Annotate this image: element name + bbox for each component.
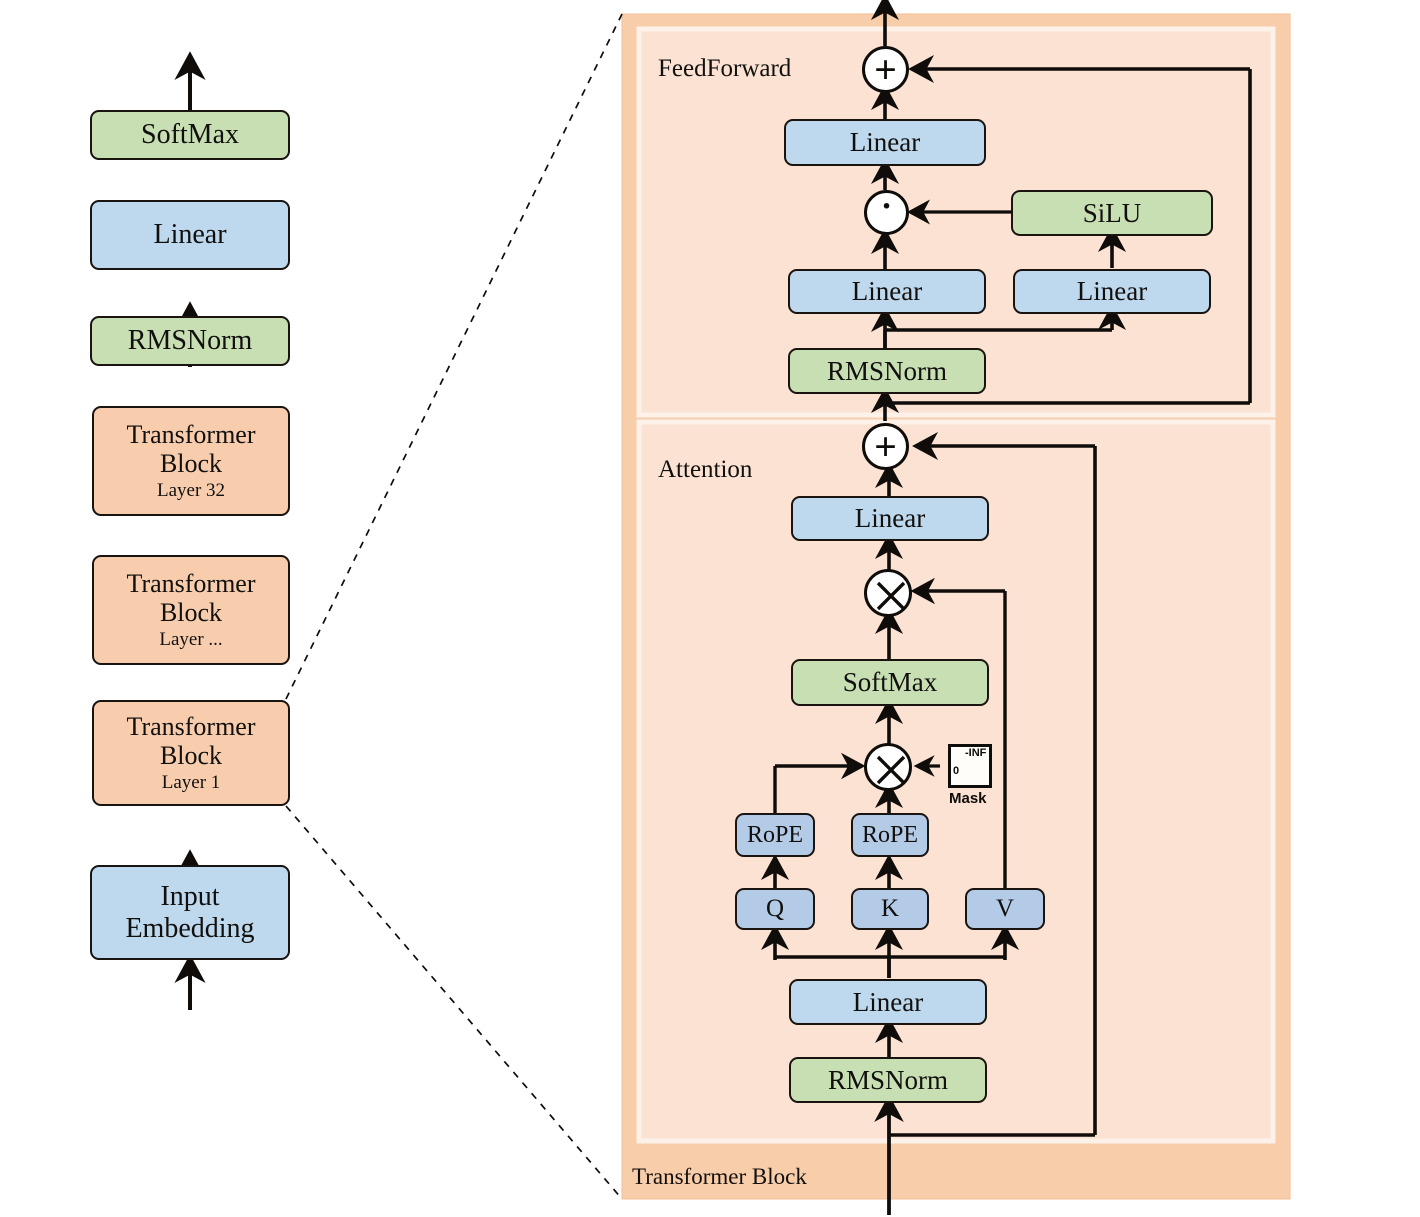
node-label: Linear [153,219,227,251]
node-label: RoPE [746,821,803,848]
node-value[interactable]: V [965,888,1045,930]
node-label: Linear [851,276,923,307]
node-attention-rmsnorm[interactable]: RMSNorm [789,1057,987,1103]
node-ff-linear-out[interactable]: Linear [784,119,986,166]
node-rope-query[interactable]: RoPE [735,813,815,857]
node-label: RMSNorm [127,325,253,357]
node-rope-key[interactable]: RoPE [851,813,929,857]
node-label: V [995,895,1015,922]
node-label: Linear [849,127,921,158]
times-icon [876,581,906,611]
node-ff-silu[interactable]: SiLU [1011,190,1213,236]
node-label: Transformer Block [126,712,256,771]
dot-icon: · [880,188,893,226]
node-ff-linear-up[interactable]: Linear [1013,269,1211,314]
feedforward-add-node[interactable]: + [862,46,909,93]
node-transformer-block-1[interactable]: Transformer Block Layer 1 [92,700,290,806]
node-linear-head[interactable]: Linear [90,200,290,270]
node-softmax[interactable]: SoftMax [90,110,290,160]
node-label: Transformer Block [126,420,256,479]
attention-mask-icon[interactable] [948,744,992,788]
node-label: Input Embedding [125,881,255,944]
node-label: RoPE [861,821,918,848]
node-key[interactable]: K [851,888,929,930]
node-label: SoftMax [141,119,239,151]
node-label: Linear [1076,276,1148,307]
attention-value-multiply-node[interactable] [864,569,912,617]
node-ff-linear-gate[interactable]: Linear [788,269,986,314]
node-label: Transformer Block [126,569,256,628]
node-attention-softmax[interactable]: SoftMax [791,659,989,706]
node-attention-qkv-linear[interactable]: Linear [789,979,987,1025]
attention-panel-title: Attention [658,456,753,483]
times-icon [876,755,906,785]
node-sublabel: Layer 1 [161,772,221,794]
node-label: K [880,895,900,922]
attention-add-node[interactable]: + [862,423,909,470]
node-label: Linear [852,986,924,1017]
node-sublabel: Layer ... [159,629,223,651]
plus-icon: + [874,423,897,469]
mask-zero-label: 0 [953,765,960,777]
node-label: RMSNorm [826,355,948,386]
node-label: SoftMax [842,667,938,698]
plus-icon: + [874,46,897,92]
node-transformer-block-32[interactable]: Transformer Block Layer 32 [92,406,290,516]
node-label: Linear [854,503,926,534]
node-transformer-block-dots[interactable]: Transformer Block Layer ... [92,555,290,665]
node-input-embedding[interactable]: Input Embedding [90,865,290,960]
feedforward-elementwise-multiply-node[interactable]: · [864,190,909,235]
mask-neg-inf-label: -INF [965,747,987,759]
node-label: RMSNorm [827,1064,949,1095]
feedforward-panel-title: FeedForward [658,55,792,82]
transformer-block-panel-title: Transformer Block [632,1164,807,1189]
node-ff-rmsnorm[interactable]: RMSNorm [788,348,986,394]
node-sublabel: Layer 32 [156,480,226,502]
node-label: Q [765,895,785,922]
node-query[interactable]: Q [735,888,815,930]
node-rmsnorm-final[interactable]: RMSNorm [90,316,290,366]
attention-qk-multiply-node[interactable] [864,743,912,791]
node-attention-output-linear[interactable]: Linear [791,496,989,541]
mask-caption: Mask [949,790,987,807]
node-label: SiLU [1082,197,1142,228]
